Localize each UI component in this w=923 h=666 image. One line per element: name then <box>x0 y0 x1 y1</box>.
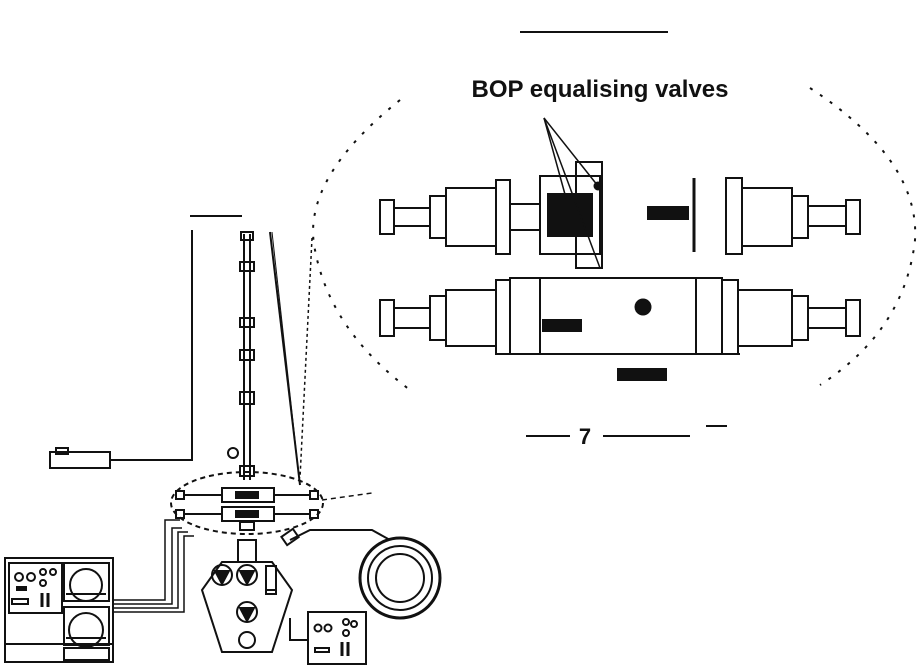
leader-line-3 <box>543 117 601 269</box>
lubricator-stack <box>110 215 313 486</box>
lower-bop-body <box>509 277 740 381</box>
zoom-outline-left <box>312 99 411 391</box>
marker-bar-3 <box>617 368 667 381</box>
upper-right-ram <box>725 177 861 255</box>
wellhead-tree <box>200 521 294 653</box>
lower-right-ram <box>721 279 861 355</box>
bop-enlarged-view <box>379 117 861 381</box>
marker-bar-2 <box>542 319 582 332</box>
control-panel-right <box>289 611 367 665</box>
bop-small <box>175 487 319 522</box>
zoom-outline-right <box>809 87 917 386</box>
diagram-title: BOP equalising valves <box>471 76 729 103</box>
control-panel-left <box>4 557 114 663</box>
hand-pump <box>49 447 120 469</box>
hose-reel <box>280 527 442 620</box>
control-lines <box>113 519 194 613</box>
upper-left-ram <box>379 179 540 255</box>
bop-highlight-ellipse <box>170 471 324 535</box>
figure-number: 7 <box>578 424 592 449</box>
marker-bar-1 <box>647 206 689 220</box>
leader-line-1 <box>543 117 599 187</box>
lower-left-ram <box>379 279 511 355</box>
equalising-valve-body <box>539 117 603 269</box>
leader-line-2 <box>543 117 567 199</box>
